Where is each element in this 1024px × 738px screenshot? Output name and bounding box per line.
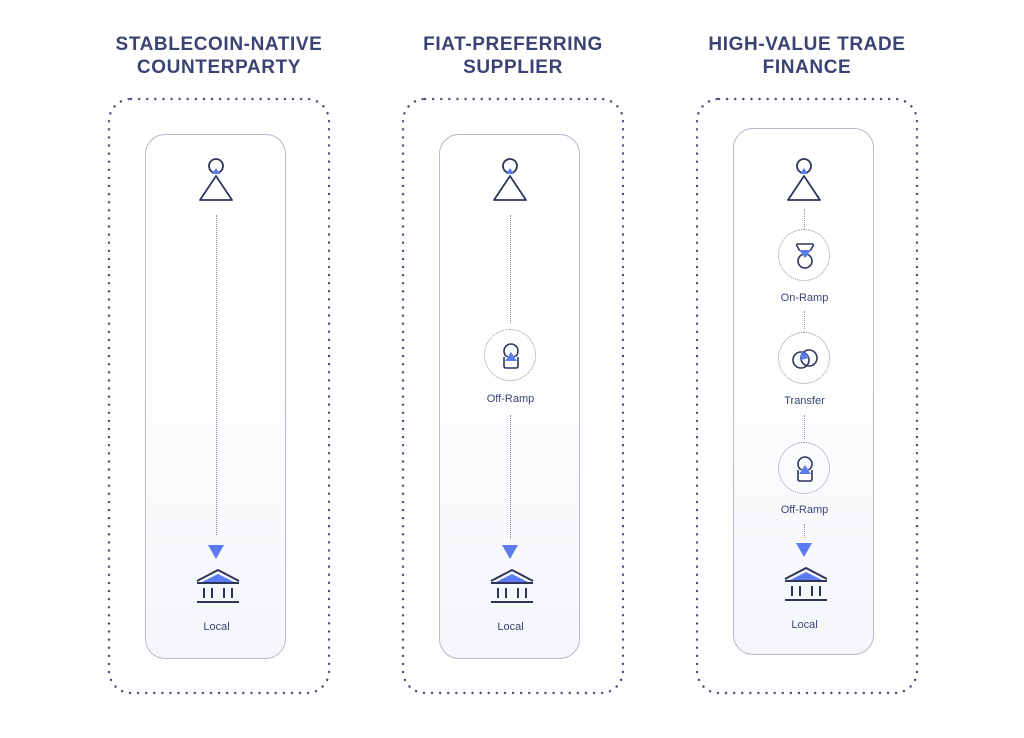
bank-icon: [783, 565, 829, 605]
arrow-down-icon: [208, 545, 224, 559]
destination-label: Local: [791, 619, 818, 631]
column-fiat-preferring: FIAT-PREFERRING SUPPLIER Off-Ramp Local: [401, 0, 625, 738]
column-title: FIAT-PREFERRING SUPPLIER: [423, 34, 603, 78]
on-ramp-icon: [791, 242, 819, 270]
on-ramp-node: [778, 229, 830, 281]
destination-label: Local: [497, 621, 524, 633]
column-stablecoin-native: STABLECOIN-NATIVE COUNTERPARTY Local: [107, 0, 331, 738]
off-ramp-icon: [791, 455, 819, 483]
dotted-frame: On-Ramp Transfer Off-Ramp Local: [695, 97, 919, 695]
user-icon: [490, 157, 530, 205]
user-icon: [784, 157, 824, 205]
step-label: On-Ramp: [780, 292, 829, 304]
step-label: Off-Ramp: [780, 504, 829, 516]
bank-icon: [489, 567, 535, 607]
dotted-frame-border: [695, 97, 919, 695]
bank-icon: [195, 567, 241, 607]
flow-card: Local: [145, 134, 286, 659]
off-ramp-node: [778, 442, 830, 494]
step-label: Off-Ramp: [486, 393, 535, 405]
flow-connector: [804, 311, 805, 329]
flow-connector: [216, 215, 217, 535]
off-ramp-node: [484, 329, 536, 381]
destination-label: Local: [203, 621, 230, 633]
arrow-down-icon: [796, 543, 812, 557]
flow-connector: [510, 215, 511, 323]
off-ramp-icon: [497, 342, 525, 370]
flow-card: Off-Ramp Local: [439, 134, 580, 659]
flow-connector: [804, 209, 805, 227]
dotted-frame-border: [107, 97, 331, 695]
dotted-frame-border: [401, 97, 625, 695]
column-high-value-trade: HIGH-VALUE TRADE FINANCE On-Ramp Transfe…: [695, 0, 919, 738]
flow-connector: [510, 415, 511, 539]
column-title: HIGH-VALUE TRADE FINANCE: [708, 34, 906, 78]
dotted-frame: Off-Ramp Local: [401, 97, 625, 695]
column-title: STABLECOIN-NATIVE COUNTERPARTY: [115, 34, 323, 78]
dotted-frame: Local: [107, 97, 331, 695]
flow-connector: [804, 415, 805, 439]
user-icon: [196, 157, 236, 205]
step-label: Transfer: [784, 395, 825, 407]
arrow-down-icon: [502, 545, 518, 559]
transfer-node: [778, 332, 830, 384]
transfer-icon: [791, 345, 819, 373]
flow-connector: [804, 524, 805, 538]
flow-card: On-Ramp Transfer Off-Ramp Local: [733, 128, 874, 655]
